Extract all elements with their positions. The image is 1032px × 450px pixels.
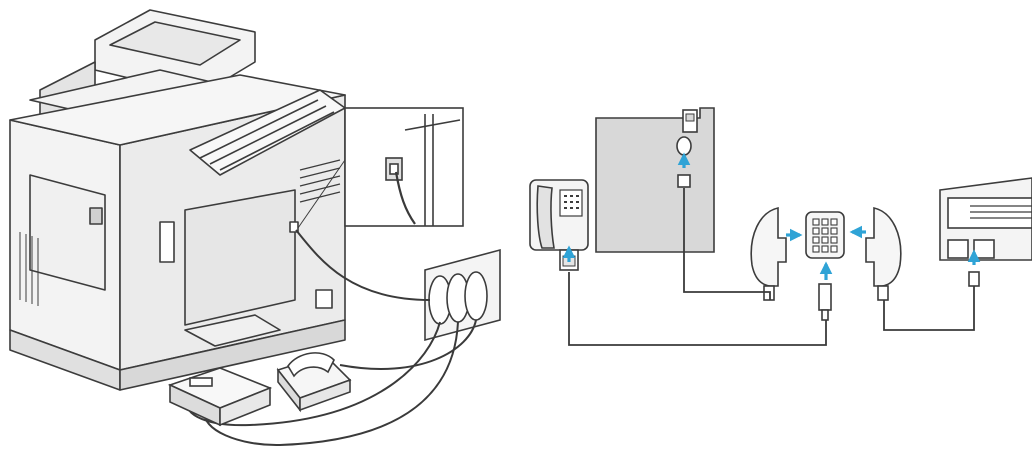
wall-jack xyxy=(424,248,501,342)
port-zoom-inset xyxy=(297,107,464,229)
printer-back-panel xyxy=(595,107,715,253)
right-cables xyxy=(568,188,975,346)
connection-arrows xyxy=(562,152,981,280)
wall-adapter-left xyxy=(750,207,787,301)
phone-splitter xyxy=(805,211,845,321)
printer-illustration xyxy=(9,9,346,391)
answering-machine-left xyxy=(167,367,273,427)
answering-machine-right xyxy=(939,177,1032,287)
left-cables xyxy=(186,229,477,447)
wall-adapter-right xyxy=(865,207,902,301)
telephone-right xyxy=(529,179,589,271)
telephone-left xyxy=(276,352,352,413)
